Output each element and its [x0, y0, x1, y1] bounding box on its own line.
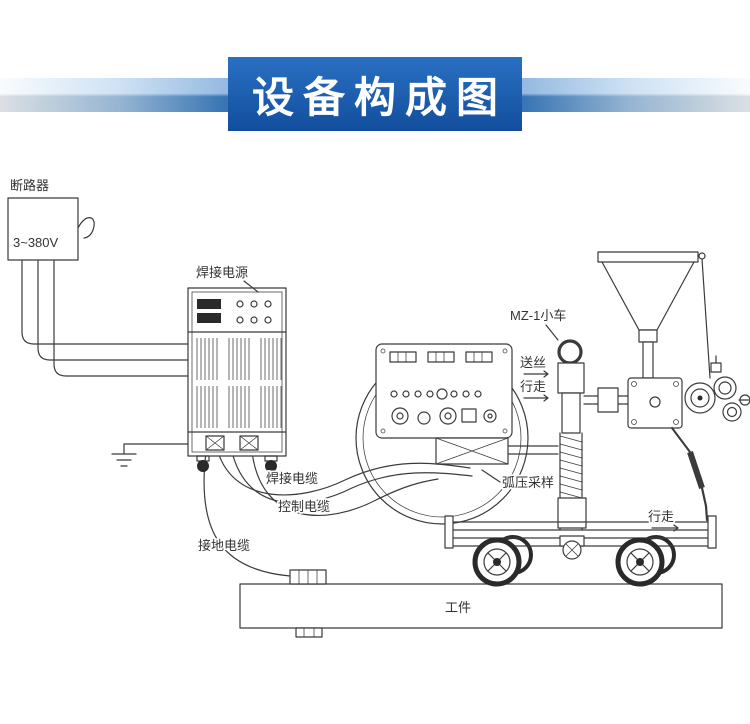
welding-torch	[671, 427, 709, 522]
vent-grilles	[196, 338, 282, 428]
ground-clamp	[289, 569, 327, 638]
slide-block	[597, 387, 619, 413]
flux-hopper	[597, 251, 711, 379]
panel-screws	[380, 348, 508, 434]
welding-power-source-unit	[187, 287, 287, 472]
carriage-leader	[545, 324, 559, 341]
welding-cable-line-2	[231, 451, 473, 504]
mz1-carriage-label: MZ-1小车	[510, 308, 566, 323]
circuit-breaker-box	[7, 197, 79, 261]
travel-lower-label: 行走	[648, 509, 674, 524]
support-rod-pivot	[698, 252, 706, 260]
wire-feed-head	[627, 355, 750, 522]
power-source-leader	[243, 280, 259, 293]
cables	[203, 445, 559, 577]
mast-lower-block	[557, 497, 587, 529]
arc-sampling-leader	[481, 469, 501, 483]
flux-tube	[642, 341, 654, 379]
control-cable-label: 控制电缆	[278, 499, 330, 514]
panel-switch	[461, 408, 477, 423]
control-cable-line	[251, 451, 439, 516]
diagram-svg: 断路器 3~380V 焊接电源 MZ-1小车 送丝 行走 弧压采样 行走 焊接电…	[7, 176, 750, 638]
feed-gears	[684, 376, 742, 422]
workpiece	[239, 583, 723, 629]
wheel-rear	[472, 537, 522, 587]
control-panel	[375, 343, 513, 465]
mast-top-bracket	[557, 362, 585, 394]
equipment-diagram: 断路器 3~380V 焊接电源 MZ-1小车 送丝 行走 弧压采样 行走 焊接电…	[0, 150, 750, 724]
chassis-end-left	[444, 515, 454, 549]
spring-coil	[559, 435, 583, 499]
power-source-inner-frame	[191, 291, 283, 453]
travel-lower-arrow-icon	[651, 524, 679, 532]
wire-feed-label: 送丝	[520, 355, 546, 370]
front-panel-displays	[197, 299, 221, 323]
page-title: 设备构成图	[251, 73, 507, 121]
arc-voltage-sampling-label: 弧压采样	[502, 475, 554, 490]
workpiece-bar	[239, 583, 723, 629]
caster-wheels	[196, 455, 278, 472]
hopper-funnel	[601, 261, 695, 331]
hopper-rim	[597, 251, 699, 263]
hopper-neck	[638, 329, 658, 343]
welding-cable-label: 焊接电缆	[266, 471, 318, 486]
panel-bracket	[435, 437, 509, 465]
ground-cable-label: 接地电缆	[198, 538, 250, 553]
wire-feed-arrow-icon	[523, 370, 549, 378]
clamp-block-bottom	[295, 627, 323, 638]
wheel-front	[615, 537, 665, 587]
travel-upper-label: 行走	[520, 379, 546, 394]
leader-lines	[243, 280, 679, 532]
terminal-blocks	[389, 351, 493, 363]
supply-voltage-label: 3~380V	[13, 235, 59, 250]
travel-upper-arrow-icon	[523, 394, 549, 402]
diagram-labels: 断路器 3~380V 焊接电源 MZ-1小车 送丝 行走 弧压采样 行走 焊接电…	[8, 176, 676, 617]
carriage-mast	[557, 339, 629, 531]
circuit-breaker	[7, 197, 95, 261]
carriage-chassis	[444, 515, 717, 587]
support-rod	[701, 258, 711, 379]
chassis-rails	[446, 521, 715, 547]
feed-box	[627, 377, 683, 429]
mast-body	[561, 392, 581, 434]
welding-cable-line	[217, 451, 471, 496]
workpiece-label: 工件	[445, 600, 471, 615]
welding-power-source-label: 焊接电源	[196, 265, 248, 280]
output-terminals	[205, 435, 259, 451]
breaker-lever-icon	[77, 217, 95, 239]
ground-cable-line	[203, 451, 291, 577]
panel-link-arm	[507, 445, 559, 455]
adjust-knobs	[710, 355, 750, 406]
control-knobs-large	[391, 407, 497, 425]
circuit-breaker-label: 断路器	[10, 178, 49, 193]
three-phase-lines	[21, 259, 189, 377]
chassis-end-right	[707, 515, 717, 549]
lifting-ring-icon	[557, 339, 583, 365]
title-banner: 设备构成图	[228, 57, 522, 131]
front-panel-buttons	[236, 300, 272, 324]
control-knobs-small	[390, 388, 482, 400]
ground-symbol-icon	[111, 443, 189, 467]
